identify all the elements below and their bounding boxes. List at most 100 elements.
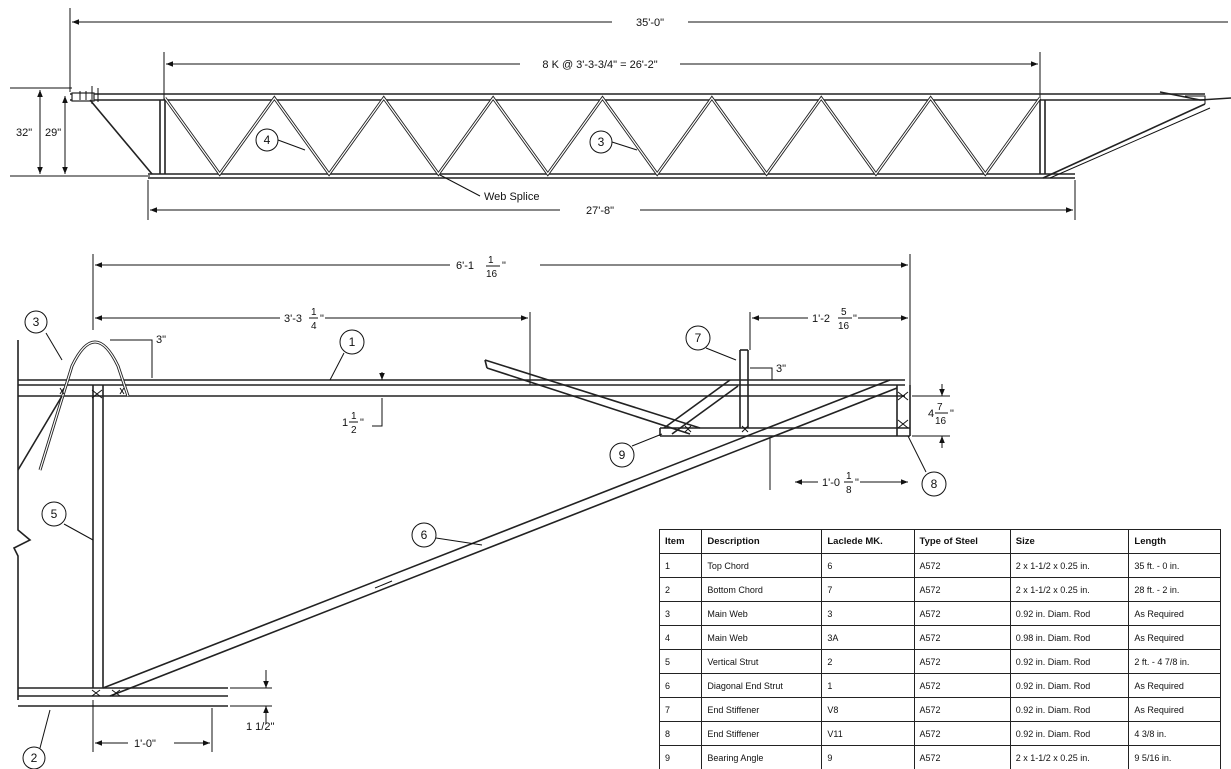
bom-cell: 0.92 in. Diam. Rod bbox=[1009, 601, 1130, 626]
bom-header-cell: Type of Steel bbox=[913, 529, 1011, 554]
dim-panel-spacing: 8 K @ 3'-3-3/4" = 26'-2" bbox=[542, 59, 657, 71]
bom-cell: A572 bbox=[913, 697, 1011, 722]
bom-cell: 6 bbox=[659, 673, 703, 698]
dim-stiffener: 1'-2 5 16 " bbox=[812, 307, 857, 332]
dim-end-depth-main: 4 bbox=[928, 408, 934, 420]
callout-7 bbox=[685, 325, 711, 351]
callout-3-detail-label: 3 bbox=[33, 315, 40, 329]
bom-cell: End Stiffener bbox=[701, 721, 823, 746]
dim-panel-num: 1 bbox=[311, 307, 317, 318]
dim-stiffener-den: 16 bbox=[838, 321, 850, 332]
dim-end-overall-num: 1 bbox=[488, 255, 494, 266]
bom-cell: A572 bbox=[913, 553, 1011, 578]
dim-end-overall-den: 16 bbox=[486, 269, 498, 280]
callout-7-label: 7 bbox=[695, 331, 702, 345]
bom-cell: 9 5/16 in. bbox=[1128, 745, 1221, 769]
bom-cell: A572 bbox=[913, 601, 1011, 626]
dim-bearing-num: 1 bbox=[846, 471, 852, 482]
dim-end-overall-main: 6'-1 bbox=[456, 260, 474, 272]
bom-cell: 2 x 1-1/2 x 0.25 in. bbox=[1009, 745, 1130, 769]
bom-cell: A572 bbox=[913, 649, 1011, 674]
callout-5 bbox=[41, 501, 67, 527]
bom-cell: 7 bbox=[659, 697, 703, 722]
dim-end-depth: 4 7 16 " bbox=[928, 402, 954, 427]
bom-cell: 1 bbox=[659, 553, 703, 578]
dim-web-rise: 3" bbox=[156, 334, 166, 346]
bom-header-cell: Description bbox=[701, 529, 823, 554]
dim-depth-outer: 32" bbox=[16, 127, 32, 139]
callout-9 bbox=[609, 442, 635, 468]
bom-cell: Main Web bbox=[701, 625, 823, 650]
bom-cell: 1 bbox=[821, 673, 915, 698]
callout-8 bbox=[921, 471, 947, 497]
bom-cell: 6 bbox=[821, 553, 915, 578]
bom-cell: 4 3/8 in. bbox=[1128, 721, 1221, 746]
dim-stiffener-rise: 3" bbox=[776, 363, 786, 375]
dim-bearing-main: 1'-0 bbox=[822, 477, 840, 489]
svg-text:": " bbox=[855, 477, 859, 489]
bom-cell: 5 bbox=[659, 649, 703, 674]
dim-chord-depth-main: 1 bbox=[342, 417, 348, 429]
callout-4-label: 4 bbox=[264, 133, 271, 147]
bom-cell: 3A bbox=[821, 625, 915, 650]
bom-cell: 2 bbox=[659, 577, 703, 602]
bom-cell: 0.92 in. Diam. Rod bbox=[1009, 697, 1130, 722]
bom-cell: V11 bbox=[821, 721, 915, 746]
dim-end-overall: 6'-1 1 16 " bbox=[456, 255, 506, 280]
bom-cell: A572 bbox=[913, 721, 1011, 746]
dim-panel-den: 4 bbox=[311, 321, 317, 332]
svg-text:": " bbox=[853, 313, 857, 325]
callout-9-label: 9 bbox=[619, 448, 626, 462]
bom-cell: 0.92 in. Diam. Rod bbox=[1009, 721, 1130, 746]
callout-4 bbox=[255, 128, 279, 152]
callout-3-label: 3 bbox=[598, 135, 605, 149]
dim-chord-depth: 1 1 2 " bbox=[342, 411, 364, 436]
svg-text:": " bbox=[950, 408, 954, 420]
bom-cell: Top Chord bbox=[701, 553, 823, 578]
bom-cell: A572 bbox=[913, 577, 1011, 602]
bom-header-cell: Laclede MK. bbox=[821, 529, 915, 554]
callout-2 bbox=[22, 746, 46, 769]
joist-elevation: 35'-0" 8 K @ 3'-3-3/4" = 26'-2" 32" 29" bbox=[10, 8, 1231, 220]
dim-stiffener-main: 1'-2 bbox=[812, 313, 830, 325]
bom-cell: 2 x 1-1/2 x 0.25 in. bbox=[1009, 553, 1130, 578]
svg-text:": " bbox=[360, 417, 364, 429]
dim-stiffener-num: 5 bbox=[841, 307, 847, 318]
bom-cell: 3 bbox=[821, 601, 915, 626]
dim-bottom-depth: 1 1/2" bbox=[246, 721, 274, 733]
callout-2-label: 2 bbox=[31, 751, 38, 765]
bom-cell: A572 bbox=[913, 673, 1011, 698]
callout-6-label: 6 bbox=[421, 528, 428, 542]
dim-end-depth-den: 16 bbox=[935, 416, 947, 427]
dim-panel-main: 3'-3 bbox=[284, 313, 302, 325]
dim-panel: 3'-3 1 4 " bbox=[284, 307, 324, 332]
bom-cell: Bottom Chord bbox=[701, 577, 823, 602]
callout-8-label: 8 bbox=[931, 477, 938, 491]
end-detail: 6'-1 1 16 " 3'-3 1 4 " 1'-2 5 16 " bbox=[12, 254, 954, 769]
bom-cell: 0.98 in. Diam. Rod bbox=[1009, 625, 1130, 650]
callout-5-label: 5 bbox=[51, 507, 58, 521]
dim-bottom: 1'-0" bbox=[134, 738, 156, 750]
callout-1 bbox=[339, 329, 365, 355]
dim-bearing-den: 8 bbox=[846, 485, 852, 496]
dim-chord-depth-den: 2 bbox=[351, 425, 357, 436]
dim-chord-depth-num: 1 bbox=[351, 411, 357, 422]
bom-cell: 3 bbox=[659, 601, 703, 626]
bom-cell: 7 bbox=[821, 577, 915, 602]
bom-cell: Main Web bbox=[701, 601, 823, 626]
bom-cell: 4 bbox=[659, 625, 703, 650]
bom-header-cell: Item bbox=[659, 529, 703, 554]
bom-header-cell: Length bbox=[1128, 529, 1221, 554]
callout-1-label: 1 bbox=[349, 335, 356, 349]
bom-cell: As Required bbox=[1128, 625, 1221, 650]
